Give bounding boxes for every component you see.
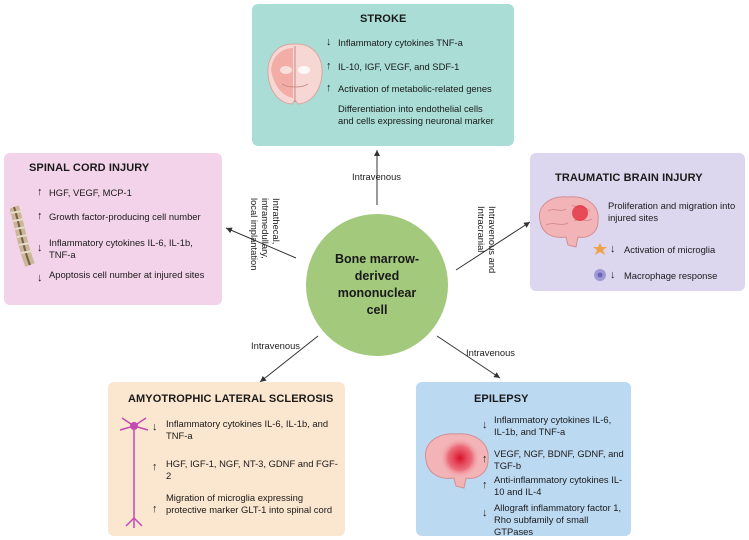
brain-focus-icon: [424, 433, 489, 489]
route-label-epilepsy: Intravenous: [466, 347, 515, 358]
stroke-item-3: Activation of metabolic-related genes: [338, 83, 492, 94]
epilepsy-dir-4: ↓: [482, 507, 488, 519]
stroke-item-4: Differentiation into endothelial cells a…: [338, 103, 494, 126]
brain-section-icon: [267, 43, 323, 105]
sci-item-2: Growth factor-producing cell number: [49, 211, 201, 222]
stroke-title: STROKE: [360, 13, 407, 25]
microglia-icon: [593, 243, 607, 255]
brain-icon: [538, 196, 599, 248]
stroke-dir-1: ↓: [326, 36, 332, 48]
center-label-4: cell: [366, 303, 388, 317]
arrow-to-tbi: [455, 221, 531, 271]
sci-dir-2: ↑: [37, 210, 43, 222]
center-label-3: mononuclear: [337, 286, 417, 300]
route-label-sci: Intrathecal, intramedullary, local impla…: [249, 198, 282, 271]
sci-dir-3: ↓: [37, 242, 43, 254]
route-label-tbi: Intravenous and Intracranial: [476, 206, 498, 274]
tbi-item-2: Activation of microglia: [624, 244, 716, 255]
als-dir-1: ↓: [152, 421, 158, 433]
tbi-dir-2: ↓: [610, 243, 616, 255]
sci-item-4: Apoptosis cell number at injured sites: [49, 269, 205, 280]
center-label-2: derived: [354, 269, 400, 283]
als-title: AMYOTROPHIC LATERAL SCLEROSIS: [128, 393, 334, 405]
sci-item-3: Inflammatory cytokines IL-6, IL-1b, TNF-…: [49, 237, 193, 260]
epilepsy-dir-3: ↑: [482, 479, 488, 491]
tbi-dir-3: ↓: [610, 269, 616, 281]
stroke-box: STROKE ↓ Inflammatory cytokines TNF-a ↑ …: [252, 4, 514, 146]
arrow-to-epilepsy: [436, 335, 501, 379]
tbi-box: TRAUMATIC BRAIN INJURY Proliferation and…: [530, 153, 745, 291]
als-item-3: Migration of microglia expressing protec…: [166, 492, 333, 515]
arrow-to-sci: [225, 227, 297, 259]
sci-dir-4: ↓: [37, 272, 43, 284]
tbi-title: TRAUMATIC BRAIN INJURY: [555, 172, 703, 184]
als-item-2: HGF, IGF-1, NGF, NT-3, GDNF and FGF-2: [166, 458, 338, 481]
route-label-als: Intravenous: [251, 340, 300, 351]
epilepsy-item-4: Allograft inflammatory factor 1, Rho sub…: [494, 502, 622, 537]
epilepsy-box: EPILEPSY ↓ Inflammatory cytokines IL-6, …: [416, 382, 631, 537]
epilepsy-item-2: VEGF, NGF, BDNF, GDNF, and TGF-b: [494, 448, 624, 471]
tbi-item-3: Macrophage response: [624, 270, 718, 281]
spinal-cord-icon: [10, 205, 35, 267]
sci-dir-1: ↑: [37, 186, 43, 198]
als-box: AMYOTROPHIC LATERAL SCLEROSIS ↓ Inflamma…: [108, 382, 345, 536]
stroke-dir-3: ↑: [326, 82, 332, 94]
motor-neuron-icon: [119, 417, 149, 528]
stroke-dir-2: ↑: [326, 60, 332, 72]
tbi-item-1: Proliferation and migration into injured…: [608, 200, 736, 223]
sci-item-1: HGF, VEGF, MCP-1: [49, 187, 132, 198]
arrow-to-als: [259, 335, 319, 383]
epilepsy-item-1: Inflammatory cytokines IL-6, IL-1b, and …: [494, 414, 612, 437]
route-label-stroke: Intravenous: [352, 171, 401, 182]
als-dir-2: ↑: [152, 461, 158, 473]
epilepsy-dir-1: ↓: [482, 419, 488, 431]
sci-box: SPINAL CORD INJURY ↑ HGF, VEGF, MCP-1 ↑ …: [4, 153, 222, 305]
als-dir-3: ↑: [152, 503, 158, 515]
epilepsy-title: EPILEPSY: [474, 393, 529, 405]
macrophage-icon: [594, 269, 606, 281]
center-cell-node: Bone marrow- derived mononuclear cell: [306, 214, 448, 356]
epilepsy-item-3: Anti-inflammatory cytokines IL-10 and IL…: [494, 474, 623, 497]
als-item-1: Inflammatory cytokines IL-6, IL-1b, and …: [166, 418, 329, 441]
sci-title: SPINAL CORD INJURY: [29, 162, 150, 174]
stroke-item-1: Inflammatory cytokines TNF-a: [338, 37, 463, 48]
epilepsy-dir-2: ↑: [482, 453, 488, 465]
stroke-item-2: IL-10, IGF, VEGF, and SDF-1: [338, 61, 460, 72]
center-label-1: Bone marrow-: [334, 252, 420, 266]
